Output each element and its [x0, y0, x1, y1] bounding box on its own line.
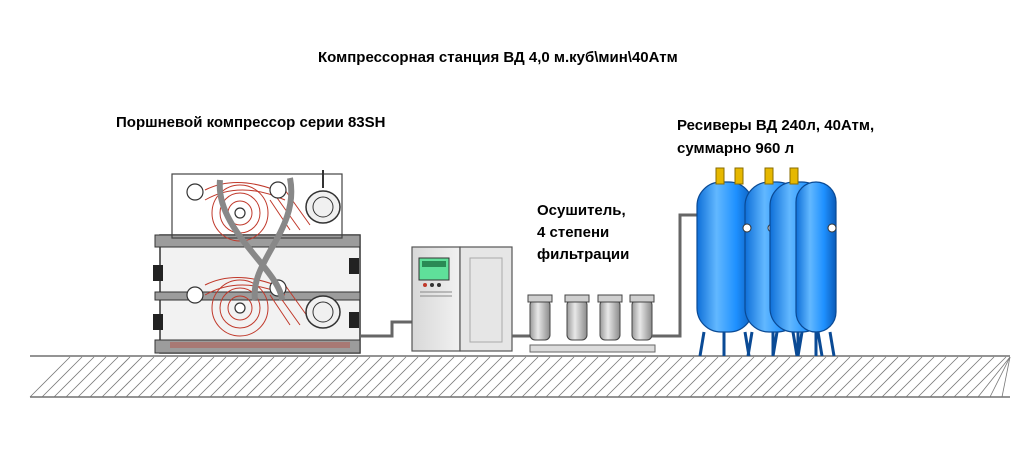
compressor-label: Поршневой компрессор серии 83SH	[116, 114, 386, 131]
receiver-tank-4	[734, 167, 837, 357]
piston-compressor	[153, 170, 361, 354]
dryer-cabinet	[411, 246, 513, 352]
receivers-label-line-2: суммарно 960 л	[677, 140, 795, 157]
dryer-label-line-1: Осушитель,	[537, 202, 626, 219]
receivers-label-line-1: Ресиверы ВД 240л, 40Атм,	[677, 117, 875, 134]
dryer-label-line-3: фильтрации	[537, 246, 630, 263]
dryer-label-line-2: 4 степени	[537, 224, 610, 241]
filter-stage-3	[597, 294, 623, 341]
filter-stage-2	[564, 294, 590, 341]
filter-stage-1	[527, 294, 553, 341]
filter-stage-4	[629, 294, 655, 341]
floor	[29, 355, 1011, 398]
receiver-tank-1	[696, 167, 754, 357]
page-title: Компрессорная станция ВД 4,0 м.куб\мин\4…	[318, 49, 678, 66]
dryer-label: Осушитель, 4 степени фильтрации	[537, 200, 629, 266]
receivers-label: Ресиверы ВД 240л, 40Атм, суммарно 960 л	[677, 114, 874, 160]
